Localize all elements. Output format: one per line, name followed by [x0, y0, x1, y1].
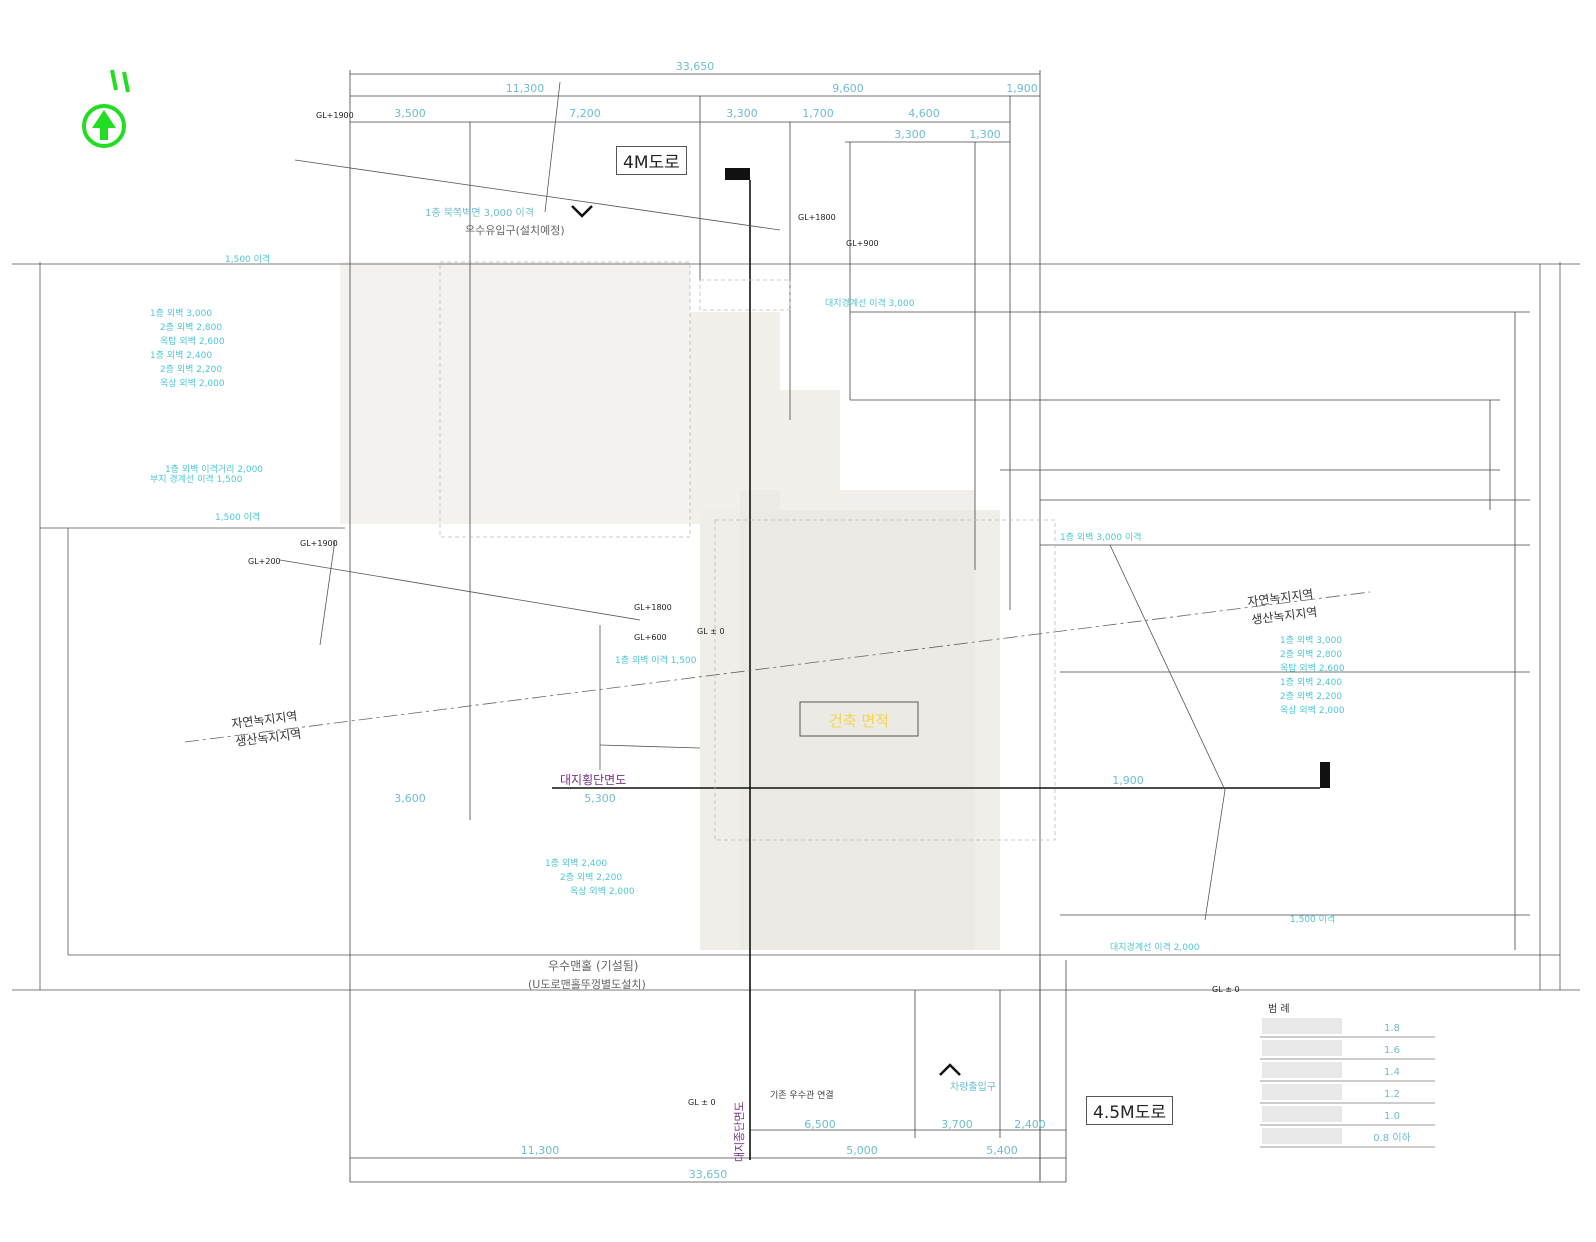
note-retaining-2: (U도로맨홀뚜껑별도설치) — [528, 978, 646, 991]
dim-mid-b: 5,300 — [584, 792, 616, 805]
section-marker-east — [1320, 762, 1330, 788]
chevron-down-icon — [571, 205, 593, 218]
note-north-2: 우수유입구(설치예정) — [465, 224, 565, 237]
svg-text:2층 외벽 2,200: 2층 외벽 2,200 — [160, 363, 222, 375]
level-gl1900-c: GL+1900 — [300, 539, 338, 548]
note-south-2: 차량출입구 — [950, 1080, 996, 1093]
section-marker-north — [725, 168, 750, 180]
legend-title: 범 례 — [1268, 1003, 1290, 1015]
dim-row2-a: 3,500 — [394, 107, 426, 120]
level-gl900: GL+900 — [846, 239, 879, 248]
legend-row: 0.8 이하 — [1373, 1131, 1410, 1144]
note-south: 기존 우수관 연결 — [770, 1090, 834, 1101]
legend-row: 1.8 — [1384, 1023, 1400, 1034]
building-mass-core — [740, 490, 975, 950]
dim-top-a: 11,300 — [506, 82, 545, 95]
level-gl200: GL+200 — [248, 557, 281, 566]
section-label-long: 대지종단면도 — [733, 1101, 746, 1162]
svg-text:부지 경계선 이격 1,500: 부지 경계선 이격 1,500 — [150, 473, 243, 485]
svg-text:옥상 외벽 2,000: 옥상 외벽 2,000 — [570, 885, 635, 897]
legend-row: 1.0 — [1384, 1111, 1400, 1122]
svg-text:1,500 이격: 1,500 이격 — [215, 511, 260, 523]
zone-west-line2: 생산녹지지역 — [235, 727, 302, 749]
dim-row3-a: 3,300 — [894, 128, 926, 141]
svg-text:1,500 이격: 1,500 이격 — [1290, 913, 1335, 925]
svg-text:2층 외벽 2,800: 2층 외벽 2,800 — [1280, 648, 1342, 660]
svg-text:옥탑 외벽 2,600: 옥탑 외벽 2,600 — [1280, 662, 1345, 674]
svg-text:1층 외벽 3,000: 1층 외벽 3,000 — [150, 307, 212, 319]
building-mass-west — [340, 262, 690, 524]
svg-text:1층 외벽 2,400: 1층 외벽 2,400 — [545, 857, 607, 869]
svg-text:2층 외벽 2,200: 2층 외벽 2,200 — [1280, 690, 1342, 702]
dim-bot2-a: 6,500 — [804, 1118, 836, 1131]
dim-bot-a: 11,300 — [521, 1144, 560, 1157]
chevron-up-icon — [939, 1063, 961, 1076]
dim-top-c: 1,900 — [1006, 82, 1038, 95]
svg-text:옥상 외벽 2,000: 옥상 외벽 2,000 — [1280, 704, 1345, 716]
dim-bot2-c: 2,400 — [1014, 1118, 1046, 1131]
svg-text:2층 외벽 2,800: 2층 외벽 2,800 — [160, 321, 222, 333]
north-arrow-icon — [82, 69, 130, 148]
building-mass-wing — [690, 312, 780, 524]
dim-row2-c: 3,300 — [726, 107, 758, 120]
dim-row2-b: 7,200 — [569, 107, 601, 120]
dim-mid-a: 3,600 — [394, 792, 426, 805]
dim-mid-c: 1,900 — [1112, 774, 1144, 787]
svg-text:1층 외벽 이격거리 2,000: 1층 외벽 이격거리 2,000 — [165, 463, 263, 475]
dim-row3-b: 1,300 — [969, 128, 1001, 141]
level-gl0-c: GL ± 0 — [688, 1098, 716, 1107]
dim-bot-c: 5,400 — [986, 1144, 1018, 1157]
building-label: 건축 면적 — [829, 712, 889, 730]
level-gl600: GL+600 — [634, 633, 667, 642]
building-mass-annex — [780, 390, 840, 500]
svg-text:옥탑 외벽 2,600: 옥탑 외벽 2,600 — [160, 335, 225, 347]
svg-text:2층 외벽 2,200: 2층 외벽 2,200 — [560, 871, 622, 883]
note-retaining-1: 우수맨홀 (기설됨) — [548, 959, 638, 973]
level-gl0-a: GL ± 0 — [697, 627, 725, 636]
svg-text:대지경계선 이격 2,000: 대지경계선 이격 2,000 — [1110, 941, 1200, 953]
svg-text:옥상 외벽 2,000: 옥상 외벽 2,000 — [160, 377, 225, 389]
road-label-south: 4.5M도로 — [1086, 1096, 1173, 1125]
dim-bot2-b: 3,700 — [941, 1118, 973, 1131]
dim-row2-e: 4,600 — [908, 107, 940, 120]
dim-top-b: 9,600 — [832, 82, 864, 95]
dim-bot-total: 33,650 — [689, 1168, 728, 1181]
svg-text:대지경계선 이격 3,000: 대지경계선 이격 3,000 — [825, 297, 915, 309]
svg-text:1,500 이격: 1,500 이격 — [225, 253, 270, 265]
legend-row: 1.2 — [1384, 1089, 1400, 1100]
svg-text:1층 외벽 이격 1,500: 1층 외벽 이격 1,500 — [615, 654, 697, 666]
zone-boundary-line — [184, 591, 1371, 743]
level-gl0-b: GL ± 0 — [1212, 985, 1240, 994]
dim-top-total: 33,650 — [676, 60, 715, 73]
dim-bot-b: 5,000 — [846, 1144, 878, 1157]
svg-text:1층 외벽 2,400: 1층 외벽 2,400 — [1280, 676, 1342, 688]
building-label-box — [799, 701, 919, 737]
svg-text:1층 외벽 3,000 이격: 1층 외벽 3,000 이격 — [1060, 531, 1141, 543]
note-north-1: 1층 북쪽벽면 3,000 이격 — [425, 206, 534, 219]
zone-east-line2: 생산녹지지역 — [1251, 605, 1318, 627]
level-gl1900-a: GL+1900 — [316, 111, 354, 120]
section-label-cross: 대지횡단면도 — [560, 773, 626, 787]
dim-row2-d: 1,700 — [802, 107, 834, 120]
level-gl1800-b: GL+1800 — [798, 213, 836, 222]
legend-row: 1.4 — [1384, 1067, 1400, 1078]
svg-text:1층 외벽 2,400: 1층 외벽 2,400 — [150, 349, 212, 361]
svg-text:1층 외벽 3,000: 1층 외벽 3,000 — [1280, 634, 1342, 646]
legend-row: 1.6 — [1384, 1045, 1400, 1056]
level-gl1800-d: GL+1800 — [634, 603, 672, 612]
road-label-north: 4M도로 — [616, 146, 687, 175]
